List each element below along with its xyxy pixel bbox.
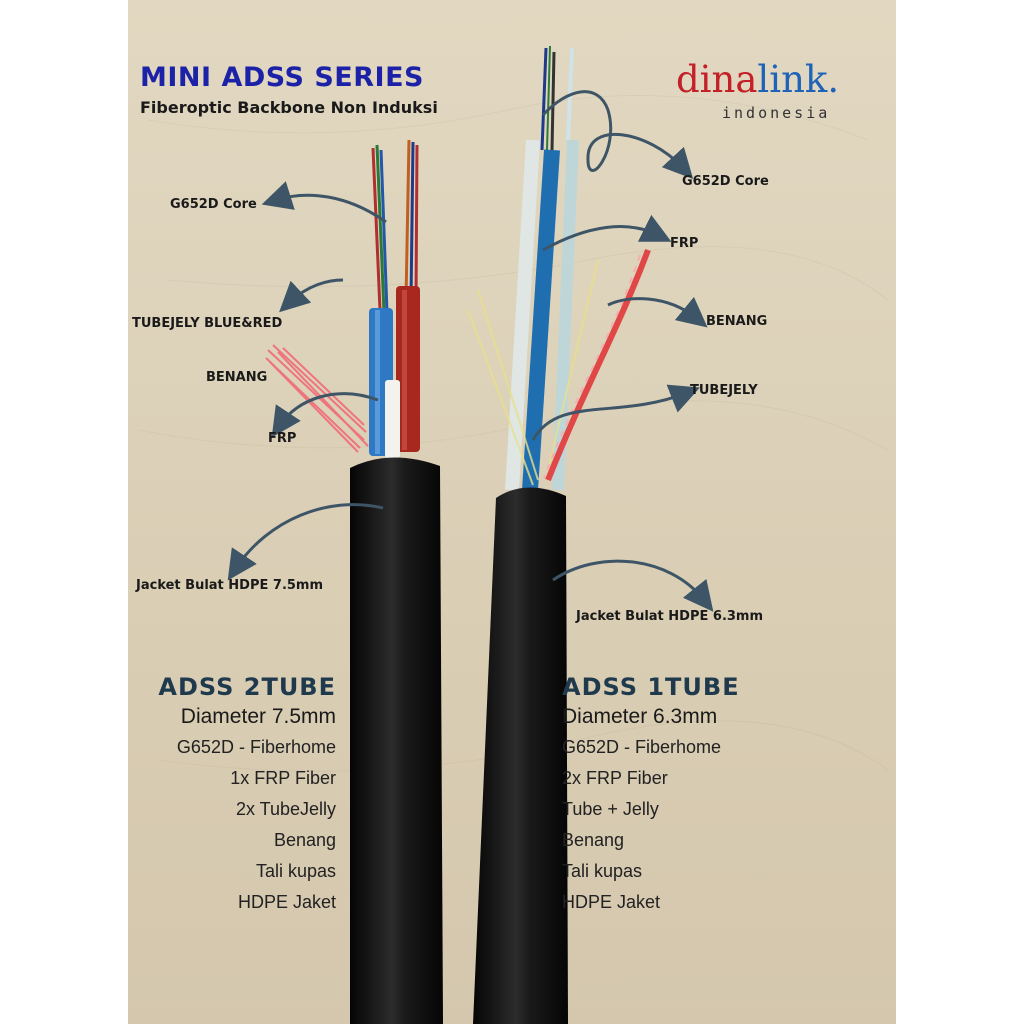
left-label-frp: FRP <box>268 431 297 446</box>
left-spec-item: Tali kupas <box>255 861 336 881</box>
left-spec-diameter: Diameter 7.5mm <box>180 705 336 728</box>
right-spec-title: ADSS 1TUBE <box>562 673 740 701</box>
right-spec-block: ADSS 1TUBE Diameter 6.3mm G652D - Fiberh… <box>562 673 740 918</box>
left-spec-item: 2x TubeJelly <box>235 799 336 819</box>
right-spec-diameter: Diameter 6.3mm <box>562 705 718 728</box>
left-label-core: G652D Core <box>170 197 257 212</box>
right-spec-item: G652D - Fiberhome <box>562 737 722 757</box>
right-cable <box>467 45 651 1024</box>
right-spec-item: 2x FRP Fiber <box>562 768 668 788</box>
right-label-core: G652D Core <box>682 174 769 189</box>
callout-arrows <box>227 90 714 612</box>
left-spec-block: ADSS 2TUBE Diameter 7.5mm G652D - Fiberh… <box>158 673 336 918</box>
left-cable <box>265 139 443 1024</box>
left-label-benang: BENANG <box>206 370 268 385</box>
right-spec-item: Tube + Jelly <box>562 799 659 819</box>
left-label-jacket: Jacket Bulat HDPE 7.5mm <box>136 578 324 593</box>
series-subtitle: Fiberoptic Backbone Non Induksi <box>140 98 438 117</box>
left-spec-title: ADSS 2TUBE <box>158 673 336 701</box>
right-label-frp: FRP <box>670 236 699 251</box>
left-label-tube: TUBEJELY BLUE&RED <box>132 316 283 331</box>
right-spec-item: Benang <box>562 830 625 850</box>
right-label-benang: BENANG <box>706 314 768 329</box>
cable-illustration <box>137 45 889 1024</box>
right-spec-item: Tali kupas <box>562 861 643 881</box>
brand-logo-part2: link. <box>757 58 840 101</box>
right-spec-item: HDPE Jaket <box>562 892 661 912</box>
brand-logo: dinalink. <box>676 58 839 101</box>
left-spec-item: Benang <box>273 830 336 850</box>
series-title: MINI ADSS SERIES <box>140 62 424 93</box>
left-spec-item: 1x FRP Fiber <box>230 768 336 788</box>
right-label-tube: TUBEJELY <box>690 383 758 398</box>
right-label-jacket: Jacket Bulat HDPE 6.3mm <box>576 609 764 624</box>
brand-subtitle: indonesia <box>722 104 831 122</box>
product-photo: MINI ADSS SERIES Fiberoptic Backbone Non… <box>128 0 896 1024</box>
left-spec-item: HDPE Jaket <box>237 892 336 912</box>
left-spec-item: G652D - Fiberhome <box>176 737 336 757</box>
brand-logo-part1: dina <box>676 58 758 101</box>
